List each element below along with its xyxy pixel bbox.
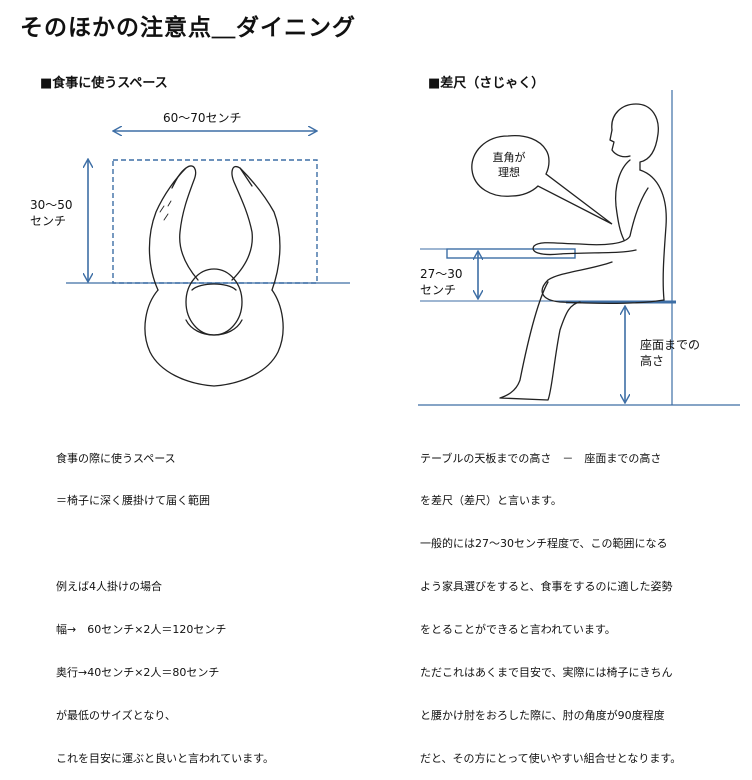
- description-line: だと、その方にとって使いやすい組合せとなります。: [420, 751, 682, 765]
- description-line: 幅→ 60センチ×2人＝120センチ: [56, 622, 227, 636]
- dining-space-description: 食事の際に使うスペース ＝椅子に深く腰掛けて届く範囲 例えば4人掛けの場合 幅→…: [56, 423, 274, 780]
- dining-space-figure: [66, 90, 740, 406]
- depth-label-unit: センチ: [30, 214, 67, 228]
- dining-space-heading: ■食事に使うスペース: [40, 76, 168, 91]
- person-top-view: [144, 165, 284, 387]
- description-line: 奥行→40センチ×2人＝80センチ: [56, 665, 220, 679]
- description-line: よう家具選びをすると、食事をするのに適した姿勢: [420, 580, 673, 594]
- angle-bubble: [471, 134, 613, 225]
- sashaku-heading: ■差尺（さじゃく）: [428, 76, 545, 91]
- description-line: を差尺（差尺）と言います。: [420, 494, 562, 508]
- description-line: ＝椅子に深く腰掛けて届く範囲: [56, 494, 210, 508]
- height-label-unit: センチ: [420, 283, 457, 297]
- width-label: 60～70センチ: [163, 111, 242, 125]
- seat-height-label-line2: 高さ: [640, 354, 665, 368]
- description-line: と腰かけ肘をおろした際に、肘の角度が90度程度: [420, 708, 665, 722]
- description-line: 例えば4人掛けの場合: [56, 579, 162, 593]
- sashaku-description: テーブルの天板までの高さ － 座面までの高さ を差尺（差尺）と言います。 一般的…: [420, 423, 681, 780]
- bubble-line: 理想: [498, 166, 520, 179]
- depth-label-value: 30～50: [30, 198, 73, 212]
- angle-bubble-text: 直角が 理想: [488, 150, 530, 180]
- description-line: が最低のサイズとなり、: [56, 708, 176, 722]
- height-label-value: 27～30: [420, 267, 463, 281]
- description-line: 食事の際に使うスペース: [56, 451, 176, 465]
- description-line: 一般的には27～30センチ程度で、この範囲になる: [420, 537, 668, 551]
- reach-area: [112, 159, 318, 284]
- description-line: [56, 537, 274, 551]
- description-line: これを目安に運ぶと良いと言われています。: [56, 751, 275, 765]
- description-line: ただこれはあくまで目安で、実際には椅子にきちん: [420, 666, 673, 680]
- description-line: をとることができると言われています。: [420, 623, 616, 637]
- page-title: そのほかの注意点＿ダイニング: [20, 15, 356, 41]
- description-line: テーブルの天板までの高さ － 座面までの高さ: [420, 451, 662, 465]
- bubble-line: 直角が: [492, 151, 526, 164]
- seat-height-label-line1: 座面までの: [640, 338, 701, 352]
- person-side-view: [499, 103, 667, 401]
- table-top: [446, 248, 576, 259]
